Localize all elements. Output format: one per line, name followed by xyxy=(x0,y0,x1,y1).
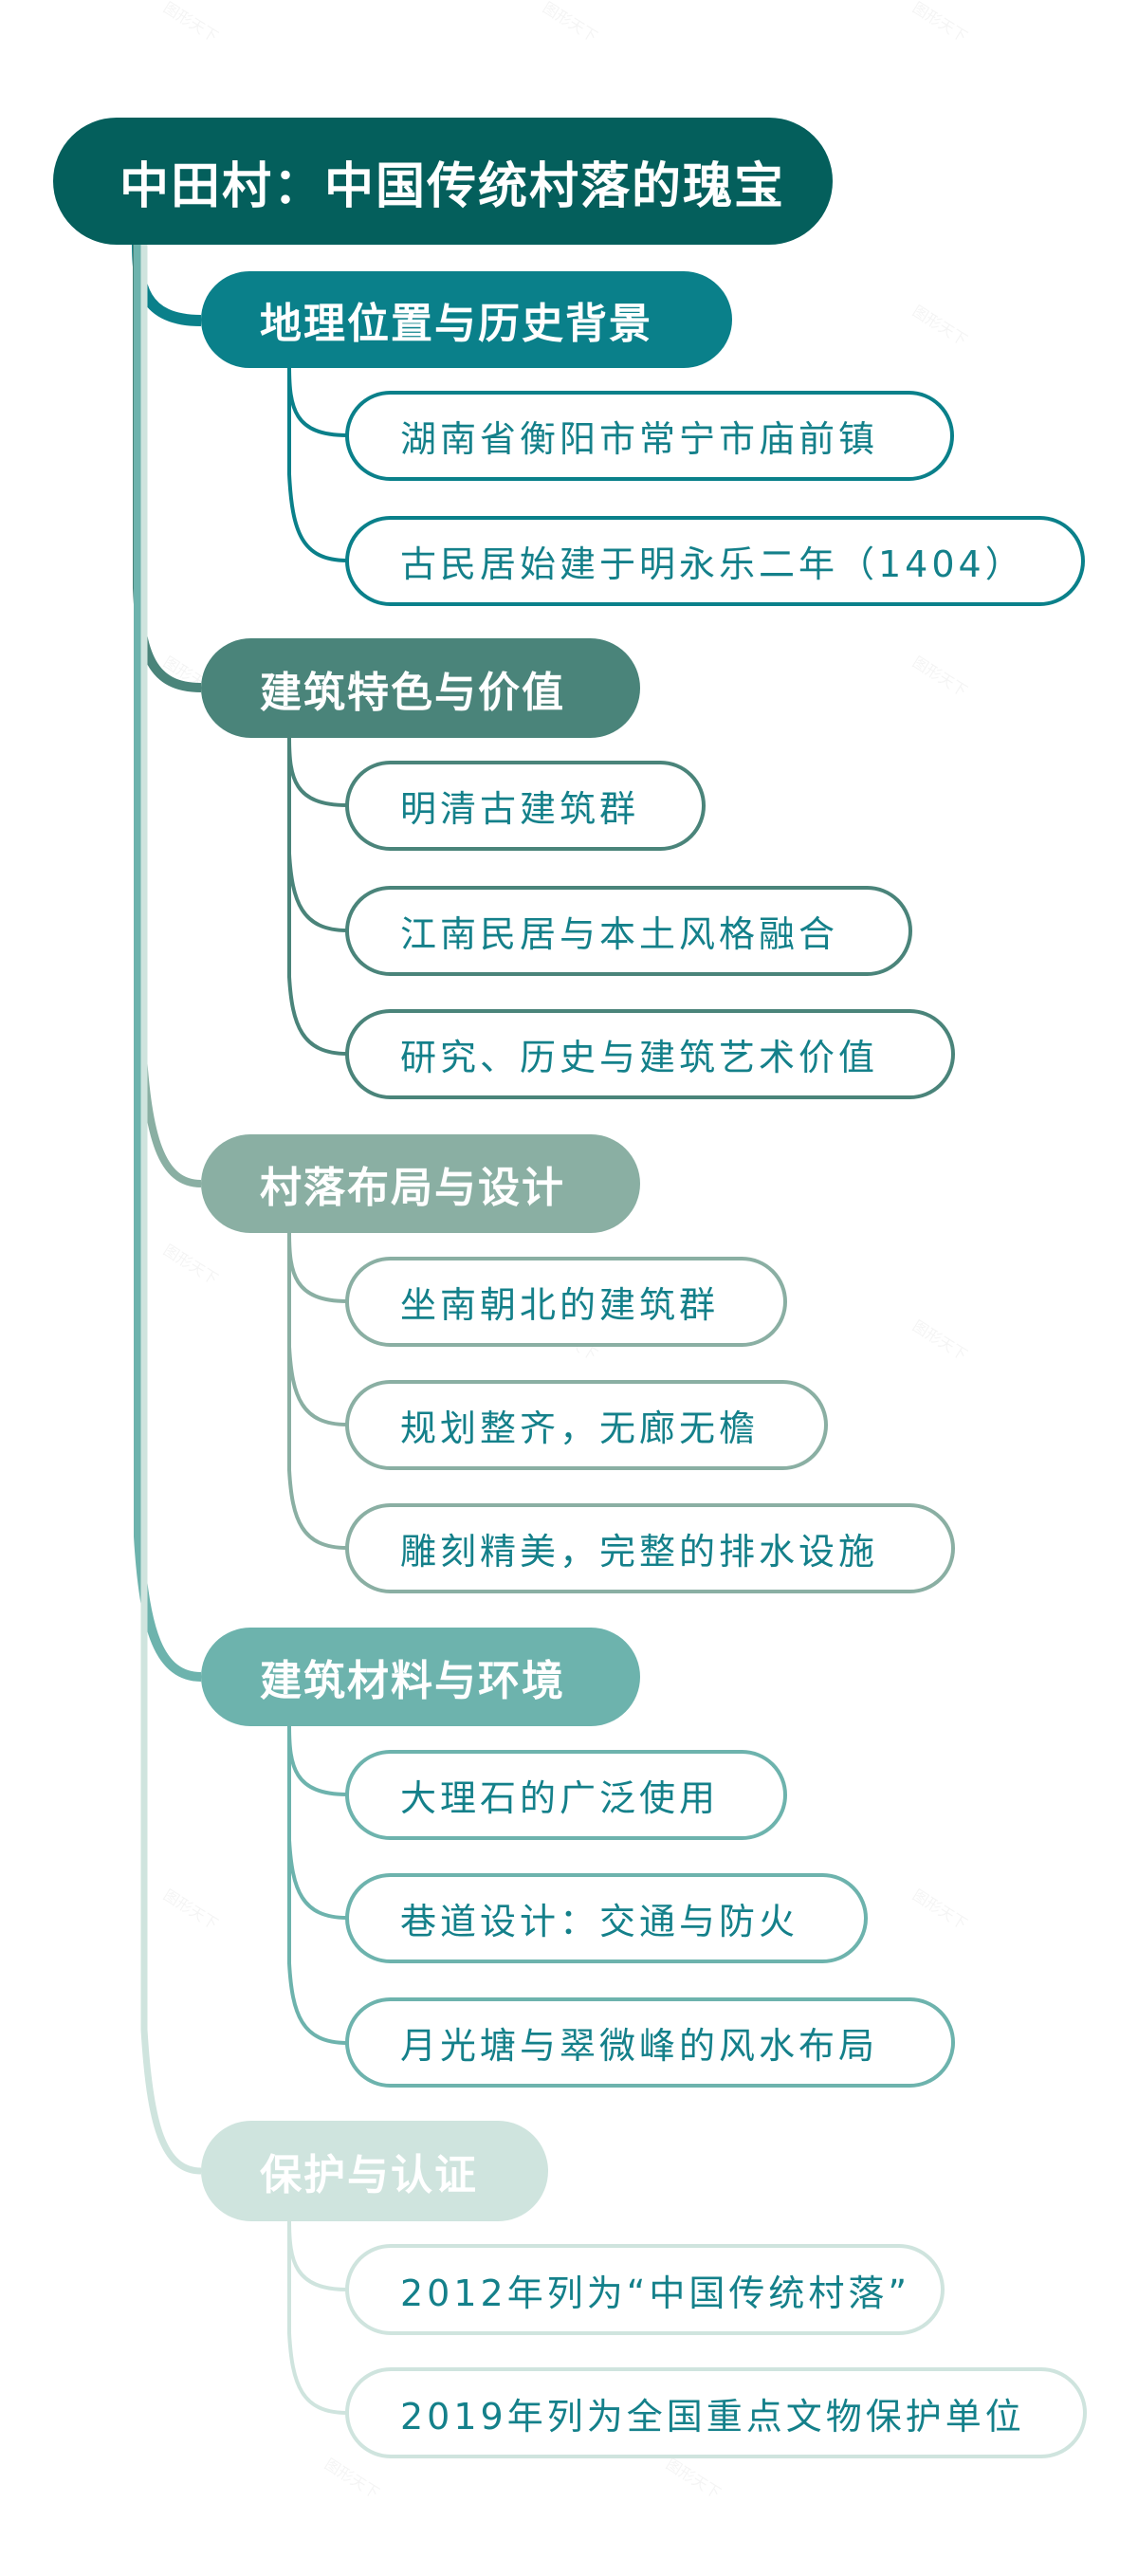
leaf-node[interactable]: 2012年列为“中国传统村落” xyxy=(345,2244,945,2335)
section-node-protection-certification[interactable]: 保护与认证 xyxy=(201,2121,548,2221)
leaf-text: 研究、历史与建筑艺术价值 xyxy=(400,1037,879,1078)
leaf-node[interactable]: 江南民居与本土风格融合 xyxy=(345,886,912,976)
leaf-node[interactable]: 大理石的广泛使用 xyxy=(345,1750,787,1840)
leaf-node[interactable]: 古民居始建于明永乐二年（1404） xyxy=(345,516,1085,606)
leaf-text: 坐南朝北的建筑群 xyxy=(400,1284,720,1326)
section-node-architecture-value[interactable]: 建筑特色与价值 xyxy=(201,638,640,738)
leaf-text: 雕刻精美，完整的排水设施 xyxy=(400,1531,879,1573)
leaf-node[interactable]: 规划整齐，无廊无檐 xyxy=(345,1380,828,1470)
leaf-node[interactable]: 坐南朝北的建筑群 xyxy=(345,1257,787,1347)
leaf-node[interactable]: 巷道设计：交通与防火 xyxy=(345,1873,868,1963)
branch-line-4 xyxy=(134,243,202,1682)
section-title: 村落布局与设计 xyxy=(260,1164,565,1212)
leaf-text: 月光塘与翠微峰的风水布局 xyxy=(400,2025,879,2067)
branch-line-3 xyxy=(138,243,202,1187)
section-title: 建筑材料与环境 xyxy=(260,1657,565,1705)
leaf-text: 大理石的广泛使用 xyxy=(400,1777,720,1819)
root-title: 中田村：中国传统村落的瑰宝 xyxy=(119,157,786,215)
leaf-text: 巷道设计：交通与防火 xyxy=(400,1901,799,1942)
leaf-text: 规划整齐，无廊无檐 xyxy=(400,1408,760,1449)
leaf-text: 2012年列为“中国传统村落” xyxy=(400,2272,911,2314)
section-title: 保护与认证 xyxy=(260,2151,478,2199)
leaf-text: 湖南省衡阳市常宁市庙前镇 xyxy=(400,418,879,460)
section-title: 地理位置与历史背景 xyxy=(260,300,652,348)
section-title: 建筑特色与价值 xyxy=(260,668,565,717)
leaf-node[interactable]: 雕刻精美，完整的排水设施 xyxy=(345,1503,955,1593)
section-node-layout-design[interactable]: 村落布局与设计 xyxy=(201,1134,640,1233)
branch-line-5 xyxy=(140,243,202,2175)
leaf-text: 江南民居与本土风格融合 xyxy=(400,913,839,955)
leaf-node[interactable]: 明清古建筑群 xyxy=(345,761,706,851)
section-node-materials-environment[interactable]: 建筑材料与环境 xyxy=(201,1628,640,1726)
leaf-node[interactable]: 月光塘与翠微峰的风水布局 xyxy=(345,1997,955,2088)
root-node[interactable]: 中田村：中国传统村落的瑰宝 xyxy=(53,118,833,245)
leaf-node[interactable]: 湖南省衡阳市常宁市庙前镇 xyxy=(345,391,954,481)
leaf-node[interactable]: 研究、历史与建筑艺术价值 xyxy=(345,1009,955,1099)
section-node-geography-history[interactable]: 地理位置与历史背景 xyxy=(201,271,732,368)
leaf-text: 明清古建筑群 xyxy=(400,788,640,830)
leaf-text: 2019年列为全国重点文物保护单位 xyxy=(400,2395,1025,2438)
leaf-node[interactable]: 2019年列为全国重点文物保护单位 xyxy=(345,2367,1087,2458)
leaf-text: 古民居始建于明永乐二年（1404） xyxy=(400,543,1025,585)
